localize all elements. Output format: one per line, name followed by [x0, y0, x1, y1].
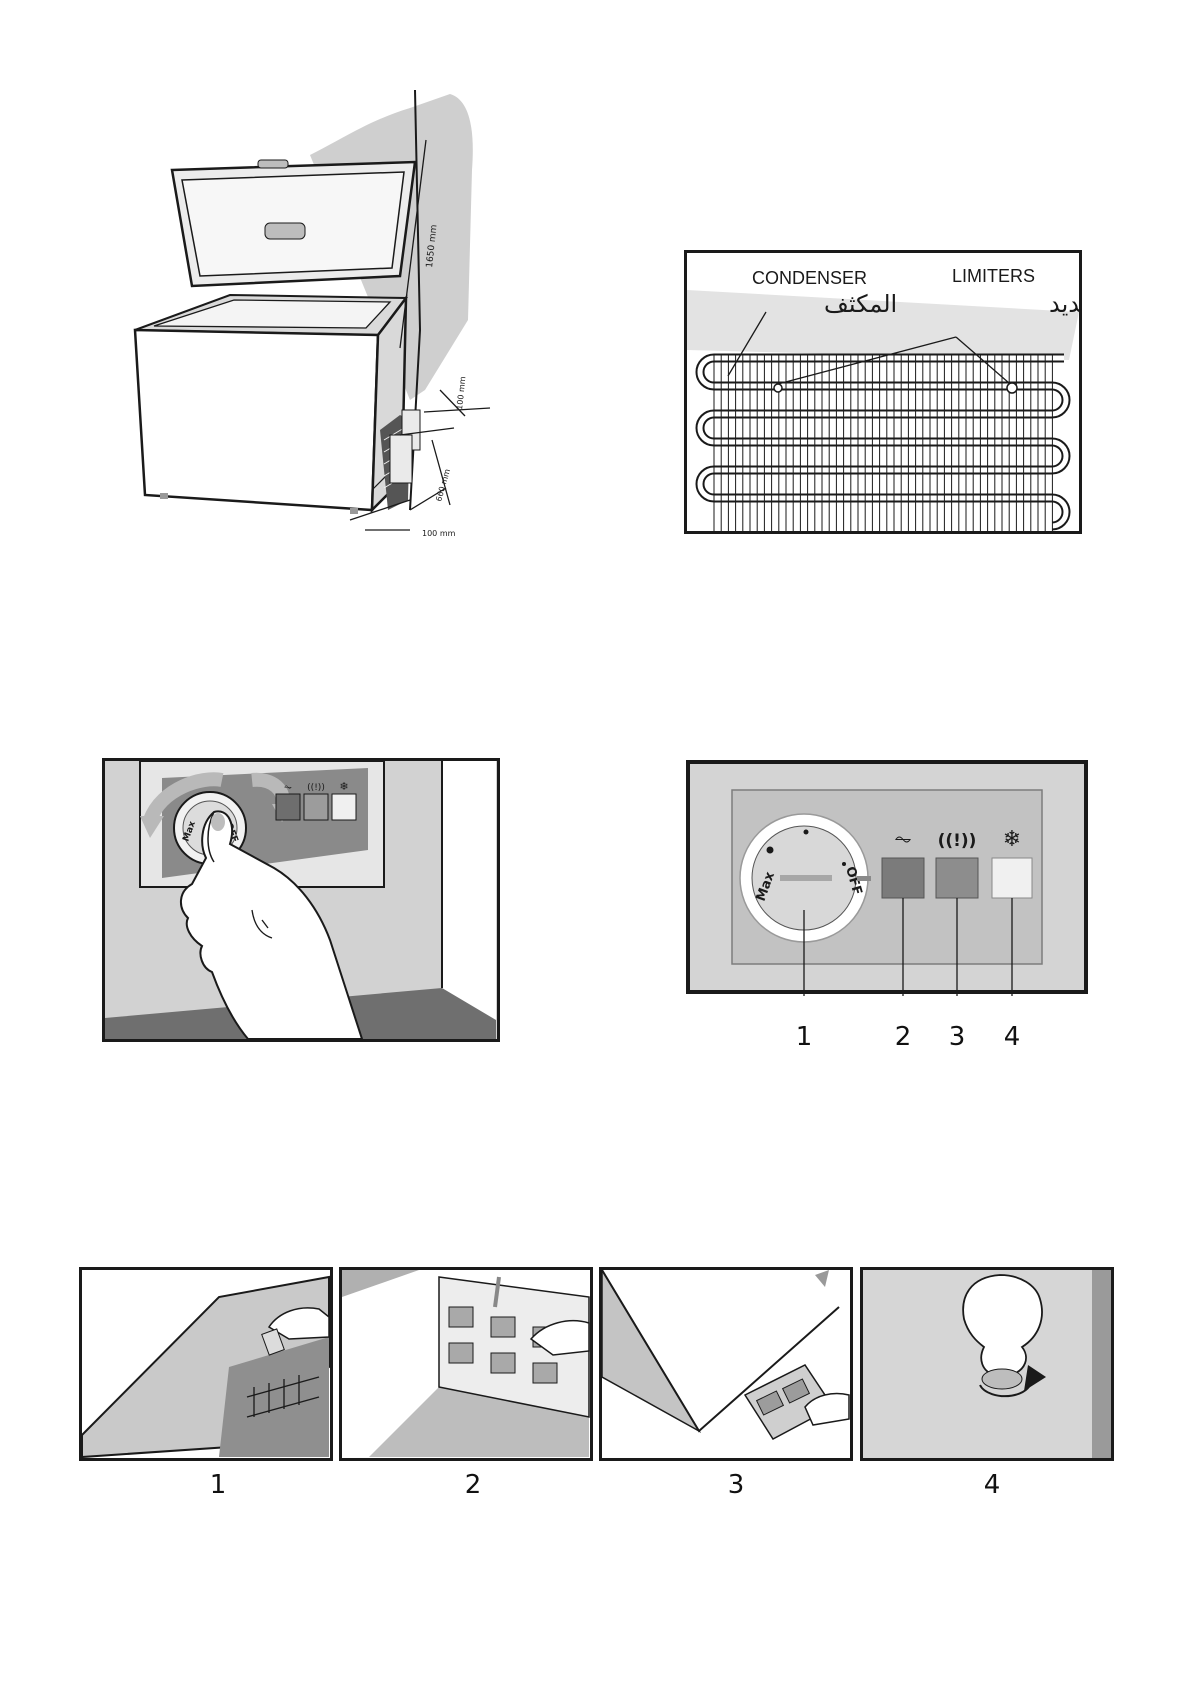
defrost-step-3-figure [599, 1267, 853, 1461]
top-gap-dimension-label: 100 mm [455, 376, 467, 410]
defrost-step-1-illustration [79, 1267, 333, 1461]
callout-number-3: 3 [937, 1022, 977, 1052]
callout-number-4: 4 [992, 1022, 1032, 1052]
condenser-illustration: CONDENSER المكثف LIMITERS نتوءات التحديد [684, 250, 1082, 536]
condenser-label-arabic: المكثف [824, 290, 897, 318]
alarm-indicator-light [936, 858, 978, 898]
freezer-dimensions-illustration: 1650 mm 100 mm 660 mm 100 mm [110, 90, 510, 550]
alarm-symbol: ((!)) [938, 831, 977, 851]
depth-dimension-label: 660 mm [434, 468, 452, 503]
fast-freeze-indicator-light [992, 858, 1032, 898]
defrost-step-4-figure [860, 1267, 1114, 1461]
thermostat-turning-figure: OFF Max ⏦ ((!)) ❄ [102, 758, 500, 1042]
power-symbol: ⏦ [894, 827, 912, 852]
control-panel-figure: OFF Max ⏦ ((!)) ❄ [686, 760, 1088, 996]
fast-freeze-symbol: ❄ [1003, 827, 1021, 852]
defrost-step-3-illustration [599, 1267, 853, 1461]
defrost-step-2-figure [339, 1267, 593, 1461]
control-panel-illustration: OFF Max ⏦ ((!)) ❄ [686, 760, 1088, 996]
limiters-label: LIMITERS [952, 266, 1035, 286]
limiters-label-arabic: نتوءات التحديد [1049, 290, 1082, 318]
condenser-figure: CONDENSER المكثف LIMITERS نتوءات التحديد [684, 250, 1082, 536]
callout-number-2: 2 [883, 1022, 923, 1052]
mini-indicator-symbol-1: ⏦ [284, 782, 292, 793]
mini-indicator-symbol-3: ❄ [339, 780, 348, 793]
thermostat-turning-illustration: OFF Max ⏦ ((!)) ❄ [102, 758, 500, 1042]
defrost-step-2-illustration [339, 1267, 593, 1461]
defrost-step-1-figure [79, 1267, 333, 1461]
side-gap-dimension-label: 100 mm [422, 529, 456, 538]
defrost-step-number-4: 4 [972, 1470, 1012, 1500]
defrost-step-number-2: 2 [453, 1470, 493, 1500]
condenser-label: CONDENSER [752, 268, 867, 288]
mini-indicator-symbol-2: ((!)) [307, 783, 325, 793]
callout-number-1: 1 [784, 1022, 824, 1052]
freezer-dimensions-figure: 1650 mm 100 mm 660 mm 100 mm [110, 90, 510, 550]
defrost-step-4-illustration [860, 1267, 1114, 1461]
power-indicator-light [882, 858, 924, 898]
defrost-step-number-1: 1 [198, 1470, 238, 1500]
defrost-step-number-3: 3 [716, 1470, 756, 1500]
